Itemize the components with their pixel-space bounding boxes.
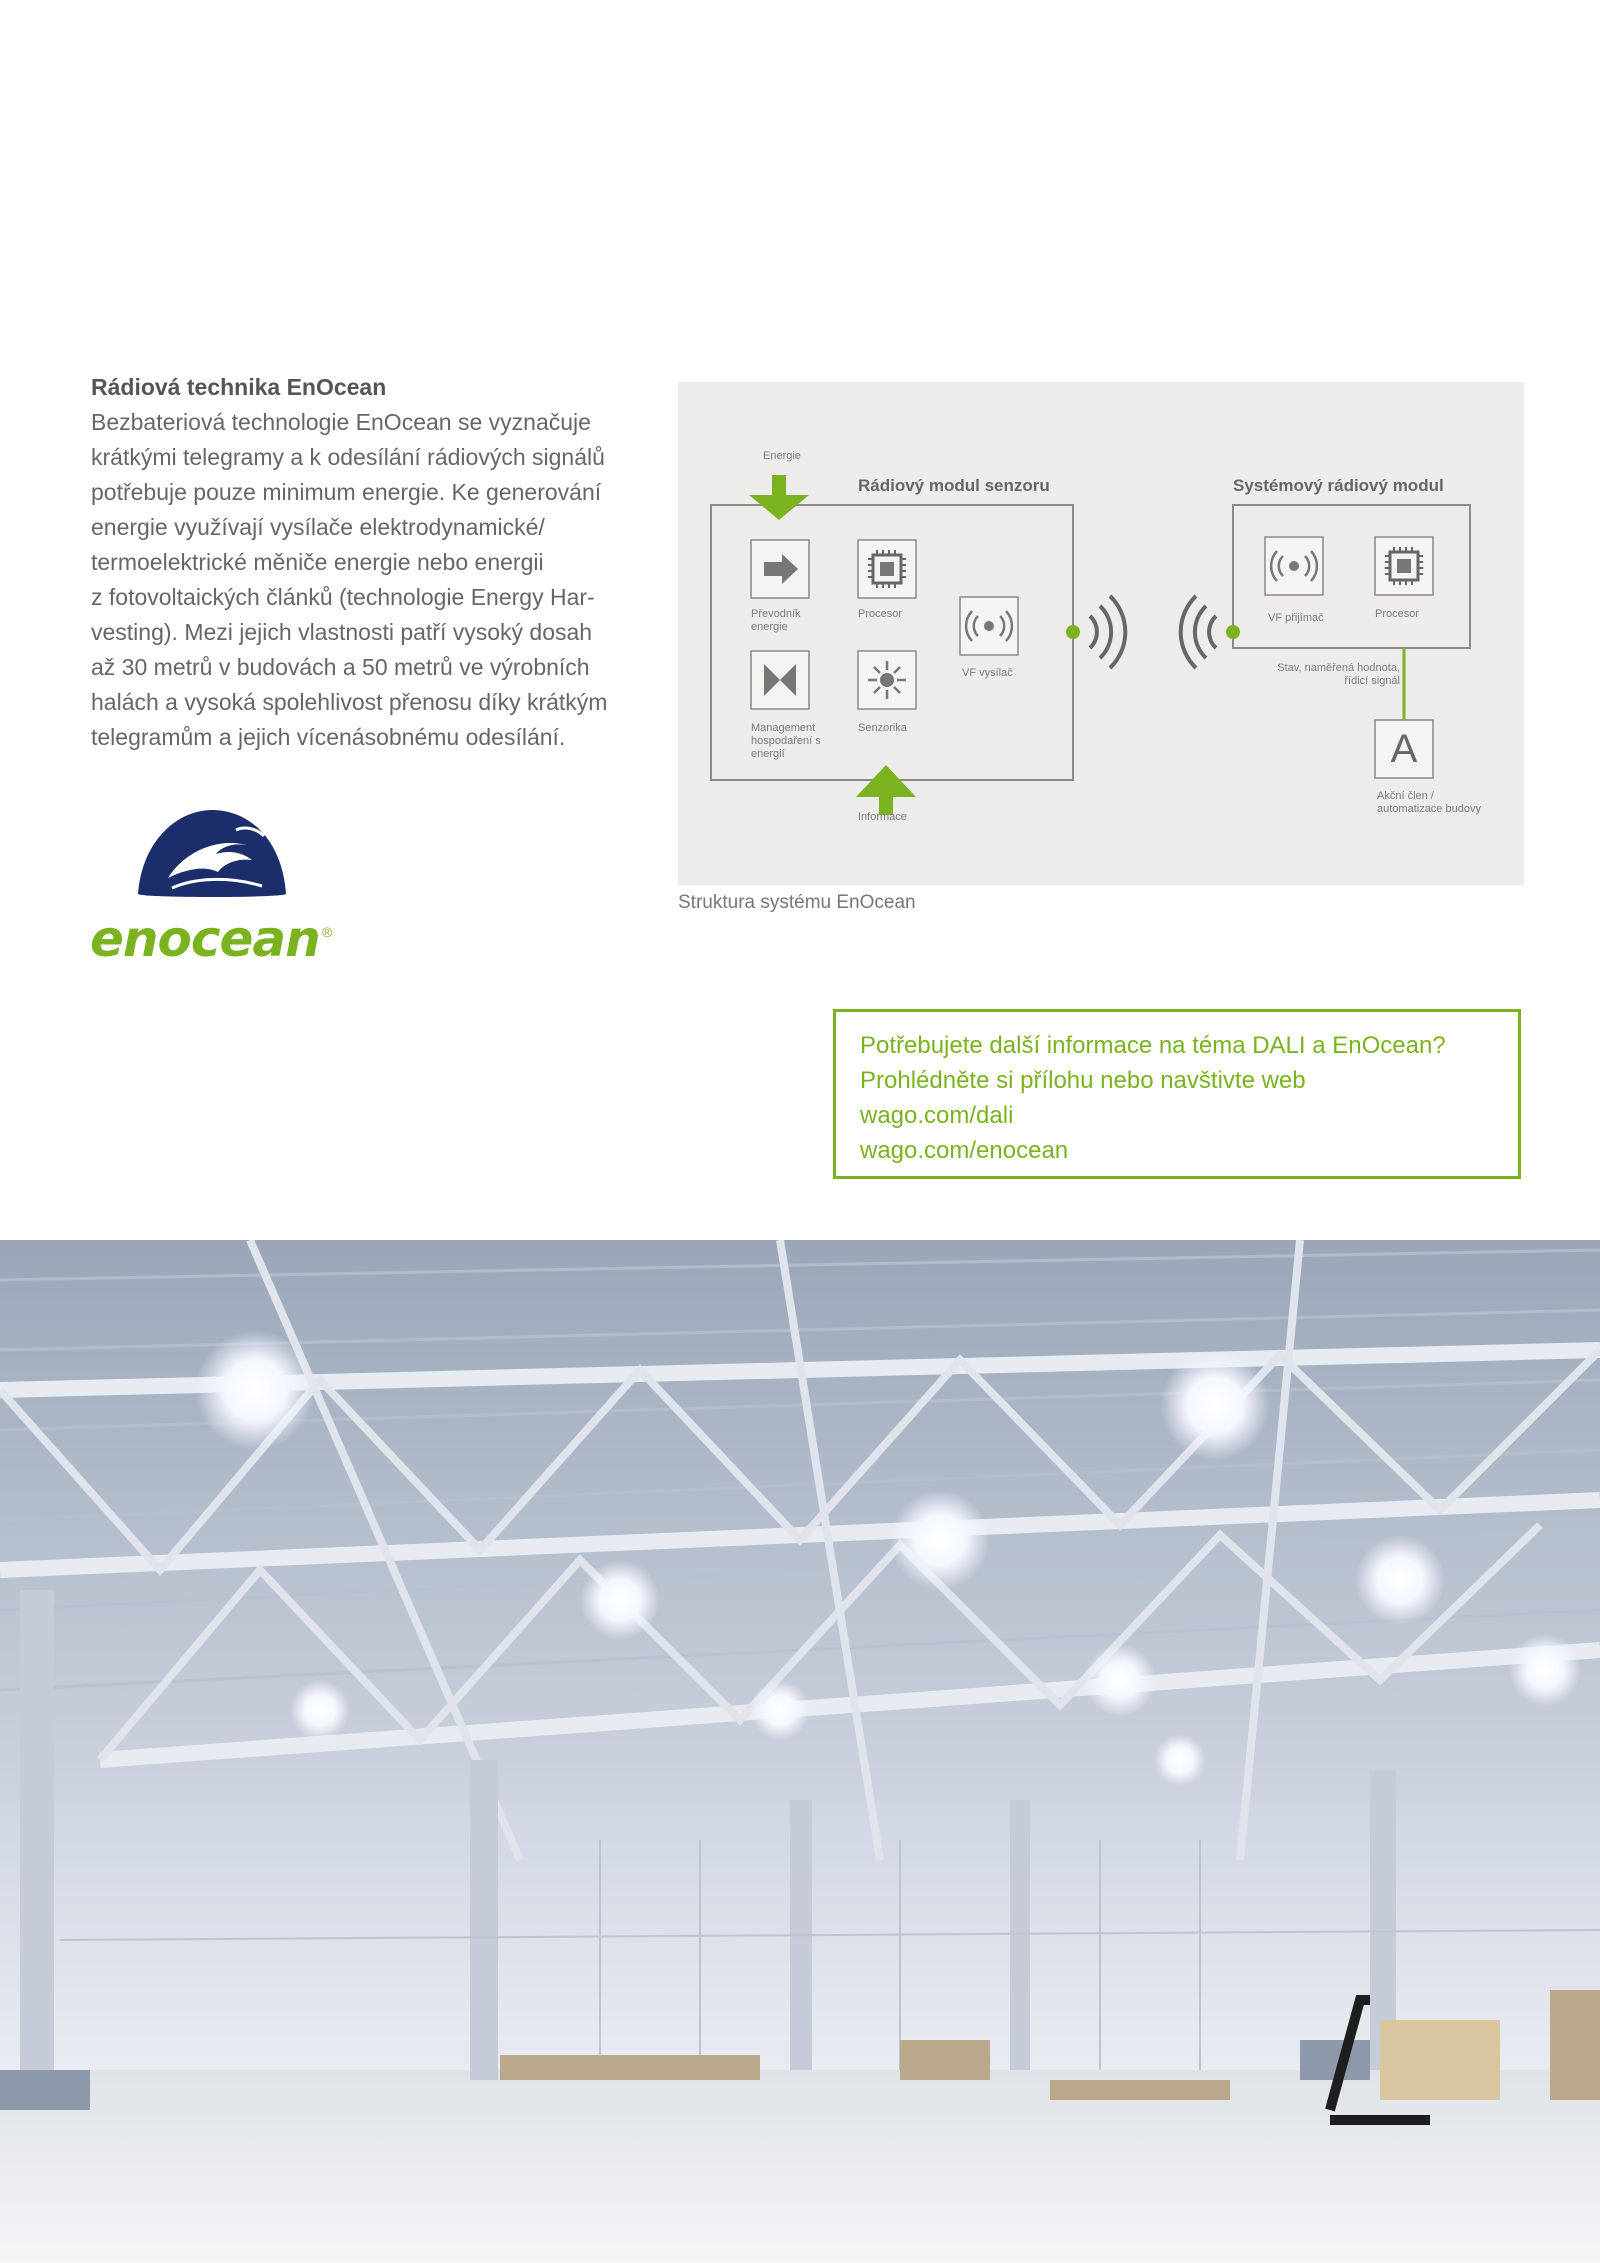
diagram-caption: Struktura systému EnOcean	[678, 892, 916, 913]
actuator-icon	[1374, 719, 1434, 779]
logo-wordmark: enocean	[90, 910, 321, 968]
radio-receive-waves-icon	[1178, 594, 1240, 670]
dolphin-dome-icon	[138, 810, 286, 897]
hall-illustration	[0, 1240, 1600, 2263]
paragraph-line: Bezbateriová technologie EnOcean se vyzn…	[91, 409, 591, 435]
enocean-structure-diagram: Energie Rádiový modul senzoru Systémový …	[678, 382, 1524, 885]
paragraph-line: potřebuje pouze minimum energie. Ke gene…	[91, 479, 602, 505]
energy-converter-icon	[750, 539, 810, 599]
industrial-hall-photo	[0, 1240, 1600, 2263]
actuator-letter: A	[1390, 727, 1418, 771]
rf-transmitter-icon	[959, 596, 1019, 656]
processor-icon	[857, 539, 917, 599]
article-text: Rádiová technika EnOcean Bezbateriová te…	[91, 370, 651, 755]
paragraph-line: až 30 metrů v budovách a 50 metrů ve výr…	[91, 654, 590, 680]
processor-label: Procesor	[858, 608, 903, 620]
article-paragraph: Bezbateriová technologie EnOcean se vyzn…	[91, 405, 651, 755]
pallet-truck-icon	[1325, 1995, 1430, 2125]
paragraph-line: krátkými telegramy a k odesílání rádiový…	[91, 444, 605, 470]
info-line: Potřebujete další informace na téma DALI…	[860, 1032, 1446, 1059]
processor-label: Procesor	[1375, 608, 1420, 620]
information-label: Informace	[858, 811, 907, 823]
paragraph-line: telegramům a jejich vícenásobnému odesíl…	[91, 724, 566, 750]
info-box: Potřebujete další informace na téma DALI…	[833, 1009, 1521, 1179]
energy-arrow-icon	[749, 475, 809, 520]
system-module-title: Systémový rádiový modul	[1233, 476, 1444, 495]
system-module-frame	[1232, 504, 1471, 649]
diagram-graphics	[710, 475, 1471, 815]
enocean-logo: enocean ®	[90, 806, 350, 966]
energy-label: Energie	[763, 450, 801, 462]
paragraph-line: halách a vysoká spolehlivost přenosu dík…	[91, 689, 608, 715]
sensor-label: Senzorika	[858, 722, 907, 734]
info-text: Potřebujete další informace na téma DALI…	[860, 1028, 1446, 1168]
rf-transmitter-label: VF vysílač	[962, 667, 1013, 679]
energy-management-icon	[750, 650, 810, 710]
link-wago-enocean[interactable]: wago.com/enocean	[860, 1137, 1069, 1164]
energy-management-label: Management hospodaření s energií	[751, 722, 821, 760]
sensor-module-title: Rádiový modul senzoru	[858, 476, 1050, 495]
information-arrow-icon	[856, 765, 916, 815]
signal-label: Stav, naměřená hodnota, řídicí signál	[1277, 662, 1400, 687]
processor-icon	[1374, 536, 1434, 596]
info-line: Prohlédněte si přílohu nebo navštivte we…	[860, 1067, 1306, 1094]
energy-converter-label: Převodník energie	[751, 608, 801, 633]
paragraph-line: termoelektrické měniče energie nebo ener…	[91, 549, 544, 575]
rf-receiver-label: VF přijímač	[1268, 612, 1324, 624]
link-wago-dali[interactable]: wago.com/dali	[860, 1102, 1014, 1129]
paragraph-line: vesting). Mezi jejich vlastnosti patří v…	[91, 619, 593, 645]
registered-mark: ®	[322, 924, 333, 940]
paragraph-line: energie využívají vysílače elektrodynami…	[91, 514, 545, 540]
section-title: Rádiová technika EnOcean	[91, 374, 387, 400]
actuator-label: Akční člen / automatizace budovy	[1377, 790, 1481, 815]
radio-transmit-waves-icon	[1066, 594, 1128, 670]
sensor-icon	[857, 650, 917, 710]
rf-receiver-icon	[1264, 536, 1324, 596]
paragraph-line: z fotovoltaických článků (technologie En…	[91, 584, 595, 610]
